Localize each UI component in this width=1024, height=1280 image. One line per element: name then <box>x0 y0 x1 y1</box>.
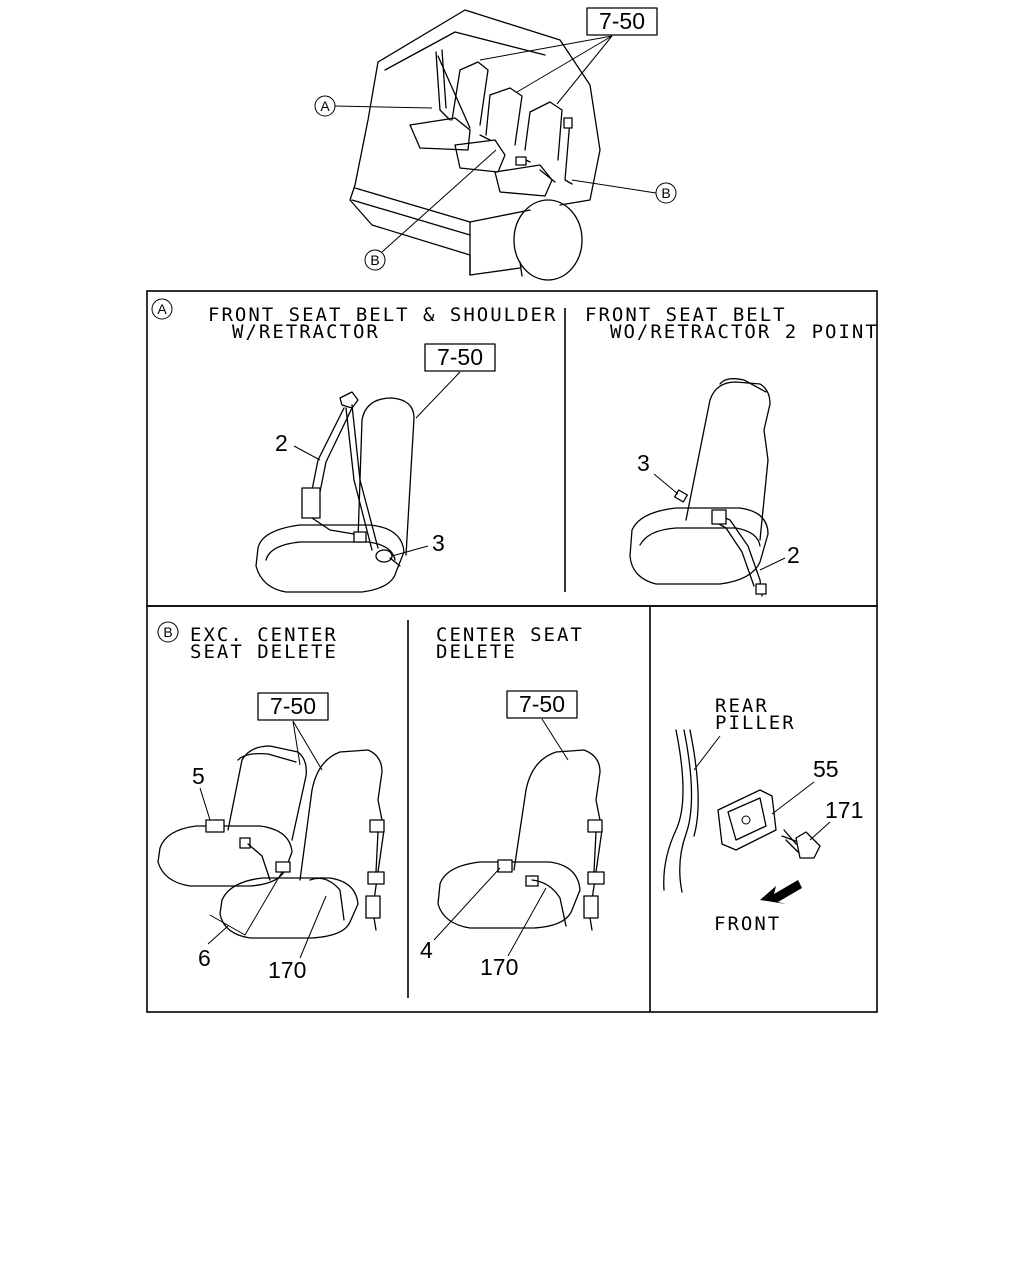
overview-callout-b-right: B <box>661 185 670 201</box>
overview-callout-a: A <box>320 98 330 114</box>
panel-a-right-title-1: FRONT SEAT BELT <box>585 304 787 326</box>
seat-with-lap-belt <box>629 378 771 597</box>
panel-b-left-title-2: SEAT DELETE <box>190 641 338 663</box>
overview-ref-box: 7-50 <box>599 8 645 34</box>
seat-with-shoulder-belt <box>255 391 415 593</box>
front-direction-arrow <box>760 880 802 904</box>
panel-b-right-label-1: REAR <box>715 695 769 717</box>
panel-b-left-part-6: 6 <box>198 945 211 971</box>
driver-seat-center-delete <box>437 749 605 931</box>
rear-pillar-detail <box>663 729 821 893</box>
panel-b: B EXC. CENTER SEAT DELETE 7-50 5 6 <box>146 605 878 1013</box>
panel-a-right-part-3: 3 <box>637 450 650 476</box>
panel-a: A FRONT SEAT BELT & SHOULDER W/RETRACTOR… <box>146 290 879 607</box>
panel-a-left-part-2: 2 <box>275 430 288 456</box>
overview-callout-b-left: B <box>370 252 379 268</box>
panel-b-right-front-label: FRONT <box>714 913 781 935</box>
panel-b-mid-part-4: 4 <box>420 937 433 963</box>
cab-overview: 7-50 A B B <box>314 7 677 281</box>
bench-and-driver-seats <box>157 745 385 939</box>
panel-a-left-title-1: FRONT SEAT BELT & SHOULDER <box>208 304 557 326</box>
panel-a-right-part-2: 2 <box>787 542 800 568</box>
panel-b-right-part-55: 55 <box>813 756 839 782</box>
panel-a-left-title-2: W/RETRACTOR <box>232 321 380 343</box>
panel-b-marker: B <box>163 624 172 640</box>
panel-b-mid-title-1: CENTER SEAT <box>436 624 584 646</box>
panel-a-right-title-2: WO/RETRACTOR 2 POINT <box>610 321 879 343</box>
panel-a-left-part-3: 3 <box>432 530 445 556</box>
panel-b-right-part-171: 171 <box>825 797 863 823</box>
panel-b-mid-ref-box: 7-50 <box>519 691 565 717</box>
panel-b-right-label-2: PILLER <box>715 712 796 734</box>
panel-b-left-part-170: 170 <box>268 957 306 983</box>
panel-a-marker: A <box>157 301 167 317</box>
panel-b-mid-part-170: 170 <box>480 954 518 980</box>
panel-b-left-part-5: 5 <box>192 763 205 789</box>
panel-b-mid-title-2: DELETE <box>436 641 517 663</box>
panel-b-left-ref-box: 7-50 <box>270 693 316 719</box>
panel-b-left-title-1: EXC. CENTER <box>190 624 338 646</box>
panel-a-left-ref-box: 7-50 <box>437 344 483 370</box>
